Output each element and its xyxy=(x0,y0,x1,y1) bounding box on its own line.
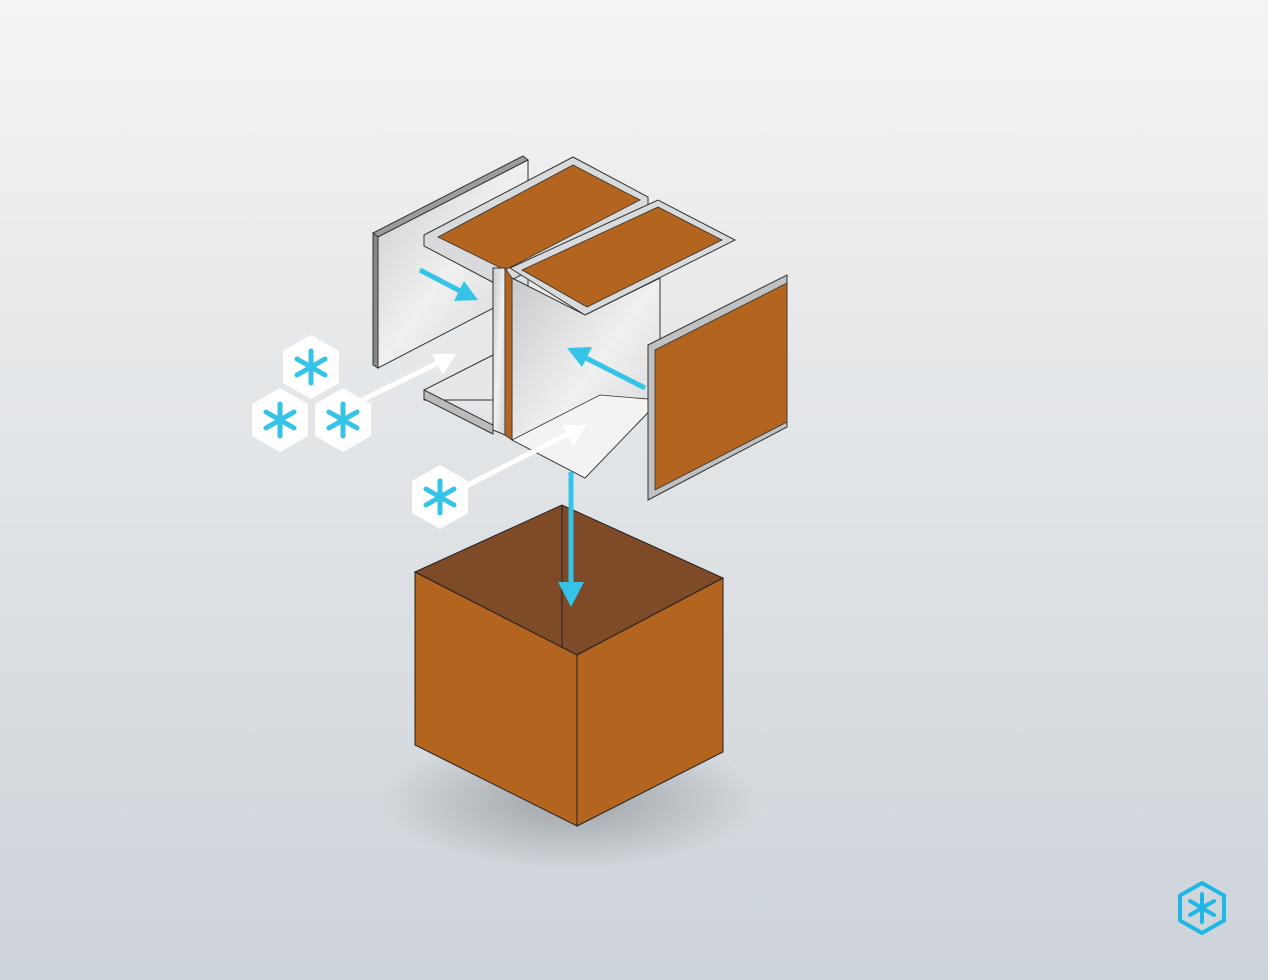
cardboard-box xyxy=(413,504,725,827)
arrow-icon xyxy=(418,267,478,301)
arrow-icon xyxy=(464,425,586,489)
snowflake-hex-icon xyxy=(252,388,308,452)
blue-arrows xyxy=(418,267,647,607)
arrow-icon xyxy=(360,354,456,403)
snowflake-hex-icon xyxy=(412,465,468,529)
arrow-icon xyxy=(558,472,584,607)
c-channel-frame xyxy=(423,156,649,436)
right-insulation-panel xyxy=(647,274,788,501)
metal-liner xyxy=(504,266,661,479)
arrow-icon xyxy=(567,347,647,391)
logo-icon xyxy=(1178,881,1226,935)
top-insulation-panel xyxy=(508,199,737,316)
snowflake-hex-icon xyxy=(283,335,339,399)
white-arrows xyxy=(360,354,586,489)
